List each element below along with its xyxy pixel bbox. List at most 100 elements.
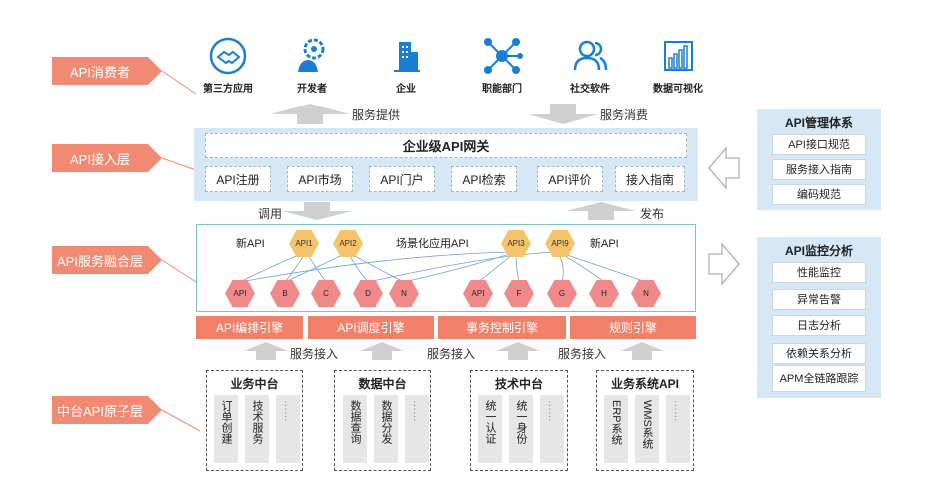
management-item: 服务接入指南 <box>772 159 866 180</box>
api-hex-bottom: API <box>225 280 255 307</box>
scene-api-label: 场景化应用API <box>396 238 469 250</box>
users-icon <box>573 40 608 71</box>
management-item: API接口规范 <box>772 134 866 155</box>
gateway-item-review[interactable]: API评价 <box>537 166 603 192</box>
up-arrow-icon <box>244 342 288 360</box>
api-hex-top: API1 <box>289 230 319 257</box>
consumer-label: 企业 <box>396 84 416 95</box>
api-management-panel: API管理体系 API接口规范 服务接入指南 编码规范 <box>757 109 881 210</box>
atomic-item: WMS系统 <box>635 395 659 463</box>
layer-label-access: API接入层 <box>52 144 162 172</box>
gateway-item-guide[interactable]: 接入指南 <box>615 166 685 192</box>
api-monitoring-panel: API监控分析 性能监控 异常告警 日志分析 依赖关系分析 APM全链路跟踪 <box>757 237 881 398</box>
atomic-item: 统一认证 <box>478 395 502 463</box>
engine-scheduling: API调度引擎 <box>308 316 434 339</box>
engine-transaction: 事务控制引擎 <box>438 316 566 339</box>
consumer-developer: 开发者 <box>272 36 352 95</box>
atomic-business-system: 业务系统API ERP系统 WMS系统 …… <box>596 370 694 471</box>
consumer-label: 职能部门 <box>482 84 522 95</box>
gateway-item-register[interactable]: API注册 <box>205 166 271 192</box>
api-connection-lines <box>239 251 647 283</box>
api-hex-bottom: B <box>270 280 300 307</box>
atomic-title: 数据中台 <box>358 377 407 391</box>
api-hex-bottom: API <box>463 280 493 307</box>
atomic-item-more: …… <box>666 395 690 463</box>
monitoring-item: 日志分析 <box>772 315 866 336</box>
api-hex-bottom: H <box>589 280 619 307</box>
consumer-enterprise: 企业 <box>366 36 446 95</box>
atomic-item-more: …… <box>540 395 564 463</box>
api-hex-bottom: N <box>389 280 419 307</box>
building-icon <box>394 42 420 72</box>
atomic-item-more: …… <box>405 395 429 463</box>
consumer-label: 开发者 <box>297 84 327 95</box>
flow-label-publish: 发布 <box>640 207 665 221</box>
up-arrow-icon <box>275 104 345 124</box>
handshake-icon <box>209 37 247 75</box>
api-hex-top: API9 <box>545 230 575 257</box>
monitoring-item: 异常告警 <box>772 289 866 310</box>
monitoring-item: APM全链路跟踪 <box>772 365 866 392</box>
flow-label-service-access: 服务接入 <box>427 347 476 361</box>
right-arrow-icon <box>708 242 740 286</box>
consumer-third-party: 第三方应用 <box>188 36 268 95</box>
consumer-social: 社交软件 <box>550 36 630 95</box>
api-hex-bottom: N <box>631 280 661 307</box>
api-hex-bottom: D <box>353 280 383 307</box>
consumer-department: 职能部门 <box>462 36 542 95</box>
down-arrow-icon <box>528 104 598 124</box>
api-hex-bottom: F <box>504 280 534 307</box>
atomic-data-center: 数据中台 数据查询 数据分发 …… <box>334 370 431 471</box>
atomic-business-center: 业务中台 订单创建 技术服务 …… <box>206 370 303 471</box>
layer-label-consumer: API消费者 <box>52 57 162 85</box>
engine-orchestration: API编排引擎 <box>196 316 303 339</box>
gateway-item-search[interactable]: API检索 <box>451 166 517 192</box>
consumer-label: 第三方应用 <box>203 84 253 95</box>
left-arrow-icon <box>708 146 740 190</box>
flow-label-service-provide: 服务提供 <box>352 108 401 122</box>
management-title: API管理体系 <box>784 116 853 130</box>
layer-label-atomic: 中台API原子层 <box>52 396 162 424</box>
gateway-title: 企业级API网关 <box>205 133 687 158</box>
api-hex-top: API3 <box>501 230 531 257</box>
consumer-label: 社交软件 <box>570 84 610 95</box>
flow-label-service-consume: 服务消费 <box>600 108 649 122</box>
bar-chart-icon <box>664 41 693 71</box>
monitoring-item: 依赖关系分析 <box>772 343 866 364</box>
flow-label-call: 调用 <box>258 207 283 221</box>
atomic-item-more: …… <box>276 395 300 463</box>
atomic-title: 技术中台 <box>494 377 543 391</box>
atomic-title: 业务系统API <box>610 377 679 391</box>
up-arrow-icon <box>496 342 540 360</box>
atomic-item: 统一身份 <box>509 395 533 463</box>
flow-label-service-access: 服务接入 <box>558 347 607 361</box>
api-hex-top: API2 <box>333 230 363 257</box>
management-item: 编码规范 <box>772 184 866 205</box>
atomic-title: 业务中台 <box>230 377 279 391</box>
flow-label-service-access: 服务接入 <box>290 347 339 361</box>
atomic-item: 数据查询 <box>343 395 367 463</box>
network-icon <box>484 38 523 74</box>
new-api-label: 新API <box>590 238 619 250</box>
atomic-item: 订单创建 <box>214 395 238 463</box>
up-arrow-icon <box>566 202 636 220</box>
developer-icon <box>298 38 325 72</box>
atomic-tech-center: 技术中台 统一认证 统一身份 …… <box>470 370 568 471</box>
atomic-item: 技术服务 <box>245 395 269 463</box>
up-arrow-icon <box>360 342 404 360</box>
down-arrow-icon <box>282 202 352 220</box>
engine-rules: 规则引擎 <box>570 316 696 339</box>
up-arrow-icon <box>620 342 664 360</box>
consumer-label: 数据可视化 <box>653 84 703 95</box>
atomic-item: ERP系统 <box>604 395 628 463</box>
monitoring-item: 性能监控 <box>772 262 866 283</box>
atomic-item: 数据分发 <box>374 395 398 463</box>
gateway-item-market[interactable]: API市场 <box>287 166 353 192</box>
monitoring-title: API监控分析 <box>784 244 853 258</box>
gateway-item-portal[interactable]: API门户 <box>369 166 435 192</box>
api-hex-bottom: G <box>547 280 577 307</box>
consumer-visualization: 数据可视化 <box>638 36 718 95</box>
layer-label-fusion: API服务融合层 <box>52 246 162 274</box>
new-api-label: 新API <box>236 238 265 250</box>
